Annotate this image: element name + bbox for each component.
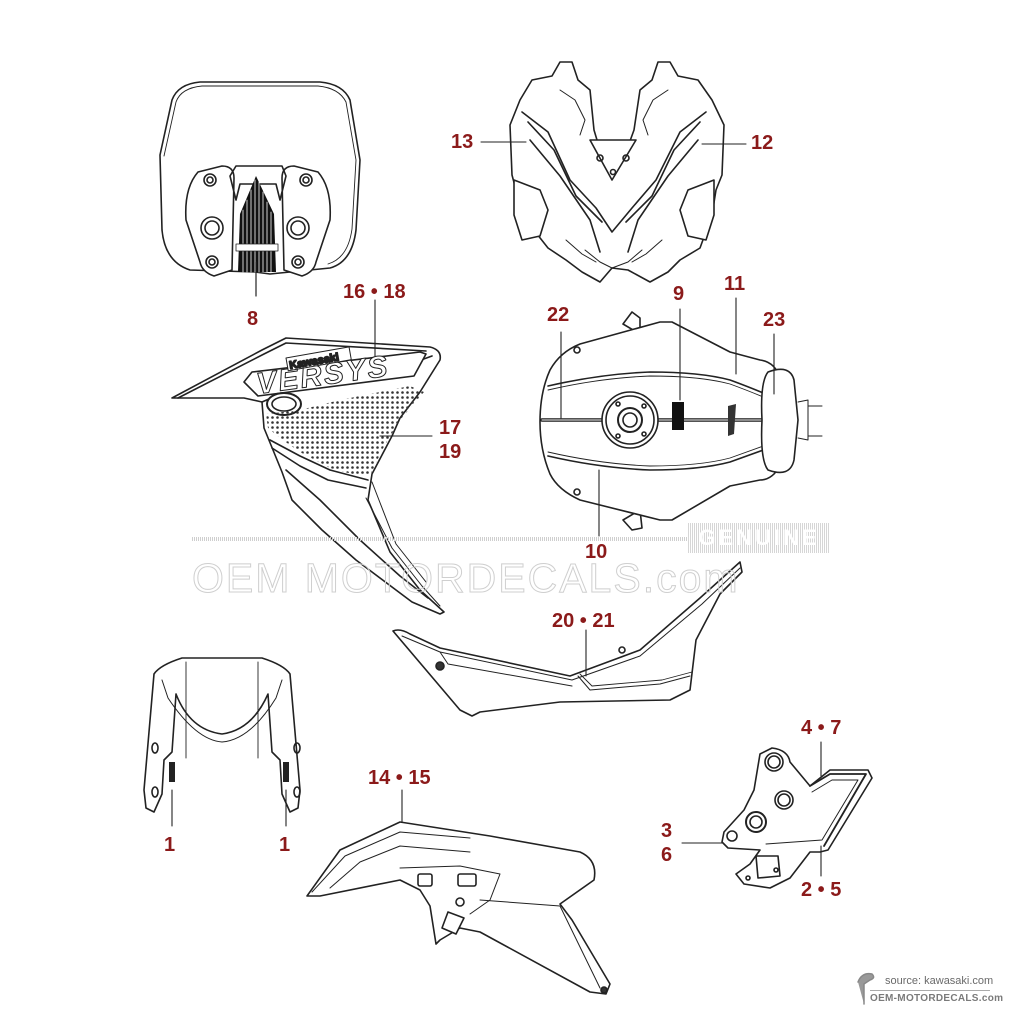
watermark-site: OEM MOTORDECALS.com	[192, 555, 740, 601]
callout-8: 8	[247, 308, 259, 330]
callout-19: 19	[439, 441, 462, 463]
side-cover-part	[392, 561, 743, 717]
source-logo-icon	[857, 972, 875, 1005]
callout-9: 9	[673, 283, 685, 305]
source-divider	[870, 990, 990, 991]
callout-1-right: 1	[279, 834, 291, 856]
fuel-tank-part	[539, 297, 823, 537]
callout-14-15: 14 • 15	[368, 767, 431, 789]
side-shroud-part: VERSYS Kawasaki	[171, 299, 445, 615]
callout-6: 6	[661, 844, 673, 866]
source-brand: OEM-MOTORDECALS.com	[870, 993, 1004, 1004]
callout-4-7: 4 • 7	[801, 717, 842, 739]
callout-3: 3	[661, 820, 673, 842]
callout-2-5: 2 • 5	[801, 879, 842, 901]
watermark-genuine: GENUINE	[688, 523, 830, 553]
windshield-part	[159, 81, 361, 297]
lower-fairing-part	[306, 789, 611, 995]
callout-22: 22	[547, 304, 570, 326]
callout-23: 23	[763, 309, 786, 331]
callout-11: 11	[724, 273, 746, 295]
front-fender-part	[143, 657, 301, 827]
callout-1-left: 1	[164, 834, 176, 856]
callout-16-18: 16 • 18	[343, 281, 406, 303]
watermark-rule	[192, 537, 687, 541]
callout-13: 13	[451, 131, 474, 153]
callout-10: 10	[585, 541, 608, 563]
callout-17: 17	[439, 417, 462, 439]
source-credit: source: kawasaki.com	[885, 975, 994, 987]
callout-12: 12	[751, 132, 774, 154]
callout-20-21: 20 • 21	[552, 610, 615, 632]
front-cowl-part	[480, 61, 747, 283]
footrest-bracket-part	[681, 741, 873, 889]
